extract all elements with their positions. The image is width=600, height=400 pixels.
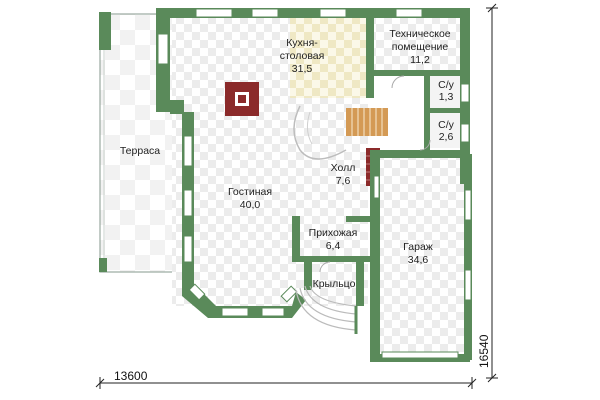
entry-area: 6,4 bbox=[326, 240, 341, 252]
porch-steps bbox=[295, 285, 358, 334]
windows bbox=[157, 8, 472, 317]
living-area: 40,0 bbox=[240, 199, 261, 211]
garage-area: 34,6 bbox=[408, 254, 429, 266]
garage-name: Гараж bbox=[403, 241, 433, 253]
dimension-width-label: 13600 bbox=[114, 369, 148, 383]
tech-name-line2: помещение bbox=[392, 41, 449, 53]
kitchen-name-line2: столовая bbox=[280, 50, 325, 62]
living-name: Гостиная bbox=[228, 186, 272, 198]
garage-door bbox=[381, 351, 459, 359]
fireplace bbox=[225, 82, 259, 116]
wc1-area: 1,3 bbox=[439, 91, 454, 103]
dimension-depth bbox=[486, 3, 498, 383]
wc2-name: С/у bbox=[438, 119, 455, 131]
wc1-name: С/у bbox=[438, 79, 455, 91]
kitchen-area: 31,5 bbox=[292, 63, 313, 75]
tech-area: 11,2 bbox=[410, 54, 430, 66]
porch-name: Крыльцо bbox=[313, 278, 356, 290]
door-swings bbox=[319, 75, 431, 273]
dimension-depth-label: 16540 bbox=[477, 334, 491, 368]
hall-name: Холл bbox=[331, 162, 356, 174]
kitchen-name-line1: Кухня- bbox=[286, 37, 318, 49]
entry-name: Прихожая bbox=[309, 227, 358, 239]
dimension-width bbox=[95, 377, 477, 389]
tech-name-line1: Техническое bbox=[389, 28, 450, 40]
hall-area: 7,6 bbox=[336, 175, 351, 187]
terrace-name: Терраса bbox=[120, 145, 160, 157]
wc2-area: 2,6 bbox=[439, 131, 454, 143]
